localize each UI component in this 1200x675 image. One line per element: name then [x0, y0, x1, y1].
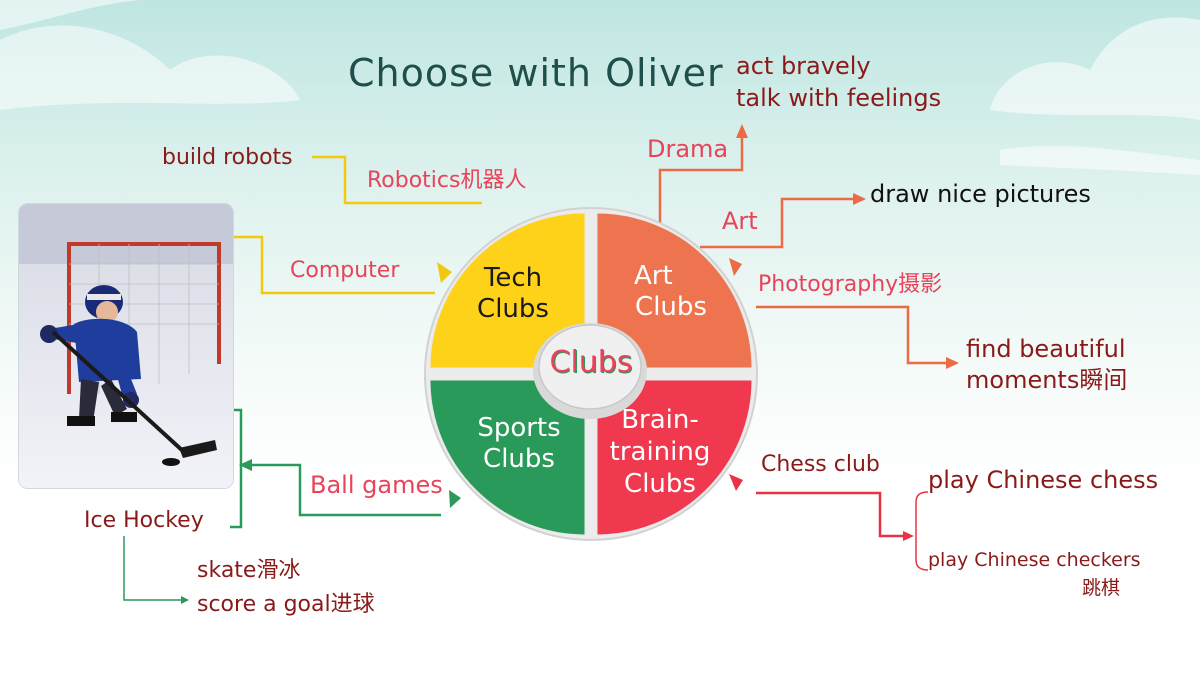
quadrant-sports[interactable]	[429, 379, 586, 536]
hockey-player	[40, 285, 217, 466]
quadrant-sports-line-1: Sports	[477, 413, 561, 443]
pointer-photography	[729, 258, 742, 276]
chess-detail-2: play Chinese checkers	[928, 549, 1141, 571]
drama-detail-2: talk with feelings	[736, 84, 942, 112]
art-detail: draw nice pictures	[870, 180, 1091, 208]
center-hub[interactable]	[538, 324, 642, 410]
hockey-detail-2: score a goal进球	[197, 592, 375, 617]
arrow-ball-games	[239, 459, 252, 471]
art-label: Art	[722, 207, 758, 235]
quadrant-label-art: Art Clubs	[626, 261, 716, 323]
arrow-drama	[736, 124, 748, 138]
pointer-computer	[437, 262, 452, 283]
hockey-detail-1: skate滑冰	[197, 558, 301, 583]
photography-detail-1: find beautiful	[966, 335, 1126, 363]
photography-detail-2: moments瞬间	[966, 366, 1128, 394]
robotics-label: Robotics机器人	[367, 168, 527, 193]
drama-label: Drama	[647, 135, 729, 163]
ice-hockey-label: Ice Hockey	[84, 508, 204, 533]
pointer-chess	[729, 474, 743, 491]
quadrant-art[interactable]	[596, 212, 753, 369]
ball-games-label: Ball games	[310, 471, 443, 499]
photography-label: Photography摄影	[758, 272, 943, 297]
quadrant-brain-line-2: training	[609, 436, 711, 467]
page-title: Choose with Oliver	[348, 51, 724, 95]
ice-hockey-photo	[18, 203, 234, 489]
pointer-ball-games	[449, 490, 461, 508]
arrow-chess	[903, 531, 914, 541]
quadrant-tech-line-2: Clubs	[477, 294, 549, 325]
arrow-photography	[946, 357, 959, 369]
line-art	[700, 197, 855, 249]
quadrant-label-tech: Tech Clubs	[468, 263, 558, 325]
quadrant-brain-line-3: Clubs	[624, 468, 696, 499]
quadrant-label-sports: Sports Clubs	[466, 413, 572, 475]
chess-detail-1: play Chinese chess	[928, 466, 1159, 494]
computer-label: Computer	[290, 258, 400, 283]
clubs-circle	[424, 207, 758, 541]
drama-detail-1: act bravely	[736, 52, 871, 80]
build-robots-label: build robots	[162, 145, 293, 170]
quadrant-brain[interactable]	[596, 379, 753, 536]
chess-detail-2-chinese: 跳棋	[1082, 577, 1121, 599]
chess-club-label: Chess club	[761, 452, 880, 477]
cloud-decoration-right	[990, 17, 1200, 175]
bracket-hockey	[230, 408, 243, 529]
quadrant-sports-line-2: Clubs	[483, 444, 555, 475]
line-hockey-details	[123, 536, 184, 601]
quadrant-art-line-1: Art	[634, 261, 673, 291]
center-label: Clubs	[549, 345, 633, 380]
line-chess	[756, 491, 905, 538]
quadrant-tech-line-1: Tech	[483, 263, 543, 293]
quadrant-art-line-2: Clubs	[635, 292, 707, 323]
line-photography	[756, 305, 948, 365]
quadrant-label-brain: Brain- training Clubs	[604, 405, 716, 501]
bracket-chess	[915, 491, 929, 571]
line-computer	[232, 235, 435, 295]
arrow-art	[853, 193, 866, 205]
line-drama	[658, 135, 744, 225]
arrow-hockey-details	[181, 596, 189, 604]
line-ball-games	[250, 463, 441, 517]
quadrant-brain-line-1: Brain-	[621, 405, 699, 435]
line-build-robots	[312, 155, 482, 205]
quadrant-tech[interactable]	[429, 212, 586, 369]
cloud-decoration-left	[0, 0, 300, 110]
